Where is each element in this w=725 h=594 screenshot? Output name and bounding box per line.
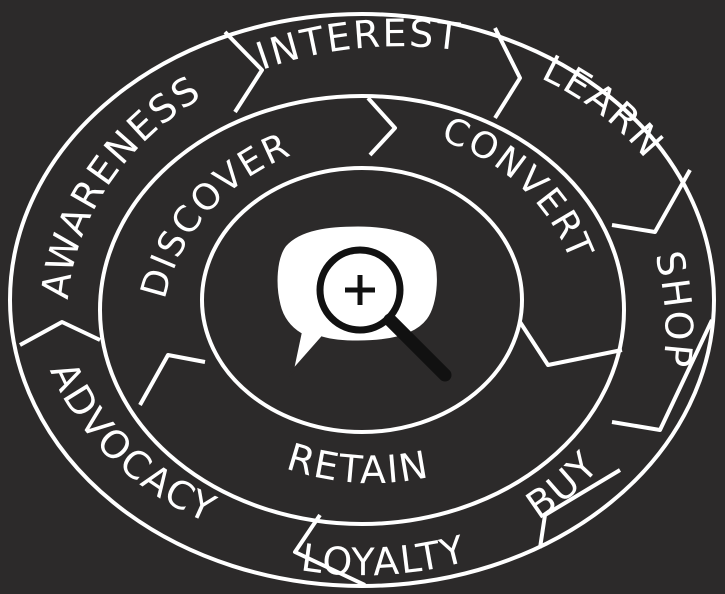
divider-shop-buy xyxy=(611,319,714,432)
divider-advocacy-awareness xyxy=(19,320,101,347)
divider-discover-convert xyxy=(366,96,397,157)
divider-awareness-interest xyxy=(223,30,264,114)
ring-outlines xyxy=(8,12,716,588)
divider-loyalty-advocacy xyxy=(293,513,366,587)
divider-convert-retain xyxy=(518,320,623,367)
outer-boundary xyxy=(8,12,716,588)
label-discover: DISCOVER xyxy=(134,125,297,302)
divider-retain-discover xyxy=(138,353,206,406)
label-retain: RETAIN xyxy=(282,435,432,492)
divider-interest-learn xyxy=(493,27,522,120)
middle-boundary xyxy=(98,94,626,526)
label-loyalty: LOYALTY xyxy=(299,527,471,584)
divider-buy-loyalty xyxy=(538,468,622,549)
magnifier-handle-icon xyxy=(383,313,452,382)
inner-boundary xyxy=(200,166,524,434)
speech-bubble-magnifier-plus-icon xyxy=(274,223,452,382)
label-advocacy: ADVOCACY xyxy=(42,355,224,532)
label-learn: LEARN xyxy=(536,47,673,167)
divider-learn-shop xyxy=(611,169,692,234)
label-shop: SHOP xyxy=(647,247,701,371)
